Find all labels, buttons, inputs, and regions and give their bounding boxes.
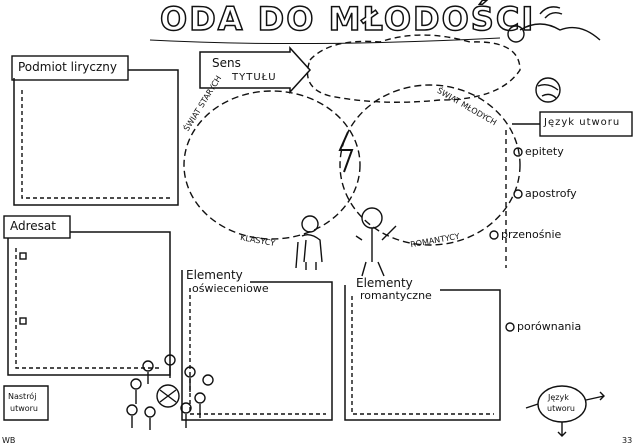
page-title: ODA DO MŁODOŚCI — [159, 0, 536, 39]
jezyk-small-line2: utworu — [547, 404, 576, 413]
nastroj-label-line2: utworu — [10, 404, 39, 413]
page-number-right: 33 — [622, 436, 633, 445]
podmiot-label-frame — [11, 55, 129, 81]
device-apostrofy: apostrofy — [525, 187, 577, 200]
adresat-label: Adresat — [10, 219, 56, 233]
podmiot-label: Podmiot liryczny — [18, 60, 117, 74]
device-epitety: epitety — [525, 145, 564, 158]
jezyk-small-line1: Język — [548, 393, 569, 402]
elementy-osw-line2: oświeceniowe — [192, 282, 269, 295]
elementy-osw-line1: Elementy — [186, 268, 243, 282]
device-porownania: porównania — [517, 320, 582, 333]
nastroj-label-line1: Nastrój — [8, 392, 37, 401]
sens-label-line1: Sens — [212, 56, 241, 70]
sens-label-line2: TYTUŁU — [232, 72, 277, 83]
elementy-rom-line2: romantyczne — [360, 289, 432, 302]
elementy-rom-line1: Elementy — [356, 276, 413, 290]
device-przenosnie: przenośnie — [501, 228, 562, 241]
page-number-left: WB — [2, 436, 16, 445]
jezyk-utworu-label: Język utworu — [544, 117, 621, 128]
